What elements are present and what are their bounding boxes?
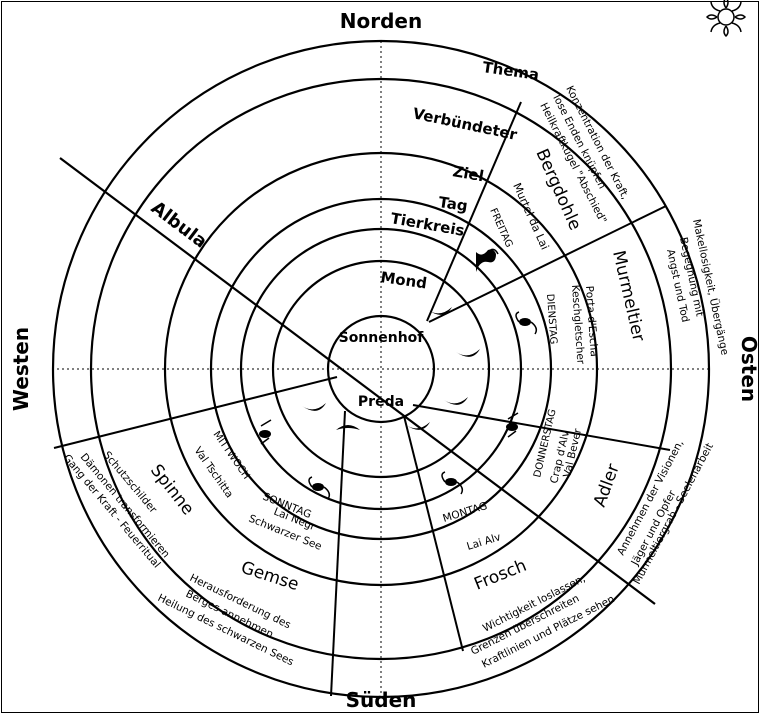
- goal-northeast-line-2: Keschgletscher: [569, 284, 587, 365]
- compass-north: Norden: [340, 9, 422, 33]
- goal-south-right: Lai Alv: [465, 531, 502, 553]
- sagittarius-icon: [259, 419, 272, 445]
- moon-icon: [302, 403, 326, 411]
- ring-label-thema: Thema: [481, 58, 540, 84]
- goal-north: Murtel da Lai: [510, 181, 551, 252]
- goal-northeast-line-1: Porta d'Escha: [583, 285, 600, 357]
- albula-axis: [59, 157, 656, 605]
- ally-southeast: Adler: [590, 461, 624, 509]
- ring-label-ziel: Ziel: [451, 162, 485, 185]
- sector-dividers: [53, 101, 671, 697]
- compass-west: Westen: [9, 327, 33, 411]
- ring-label-mond: Mond: [379, 268, 428, 292]
- axis-label-albula: Albula: [147, 197, 211, 252]
- ally-south-left: Gemse: [238, 558, 301, 595]
- moon-icon: [444, 397, 468, 405]
- moon-icon: [456, 349, 480, 357]
- day-northeast: DIENSTAG: [544, 293, 558, 344]
- capricorn-icon: [476, 248, 499, 272]
- compass-east: Osten: [737, 336, 760, 402]
- scorpion-icon: [441, 471, 464, 495]
- ring-label-preda: Preda: [358, 394, 404, 410]
- zodiac: [259, 248, 538, 500]
- ally-northeast: Murmeltier: [608, 249, 648, 344]
- sun-logo-icon: [705, 0, 747, 38]
- theme-northeast: Makellosigkeit, Übergänge Begegnung mit …: [664, 218, 732, 356]
- day-north: FREITAG: [487, 207, 514, 250]
- ring-tierkreis: [271, 259, 491, 479]
- moon-icon: [336, 425, 360, 430]
- ring-thema: [89, 77, 673, 661]
- ring-label-sonnenhof: Sonnenhof: [339, 330, 425, 346]
- scorpion-icon: [308, 476, 331, 500]
- moon-icon: [428, 307, 452, 315]
- day-south-right: MONTAG: [441, 500, 488, 525]
- moons: [302, 307, 480, 430]
- ring-ziel: [209, 197, 553, 541]
- theme-southeast: Annehmen der Visionen, Jäger und Opfer M…: [615, 438, 716, 586]
- ring-tag: [239, 227, 523, 511]
- sagittarius-icon: [506, 412, 519, 438]
- scorpion-icon: [515, 311, 538, 335]
- ring-label-verbuendeter: Verbündeter: [411, 104, 519, 144]
- compass-axes: [52, 41, 710, 697]
- moon-icon: [406, 422, 430, 430]
- compass-south: Süden: [346, 688, 417, 712]
- ring-label-tag: Tag: [437, 193, 468, 215]
- ring-label-tierkreis: Tierkreis: [389, 209, 466, 240]
